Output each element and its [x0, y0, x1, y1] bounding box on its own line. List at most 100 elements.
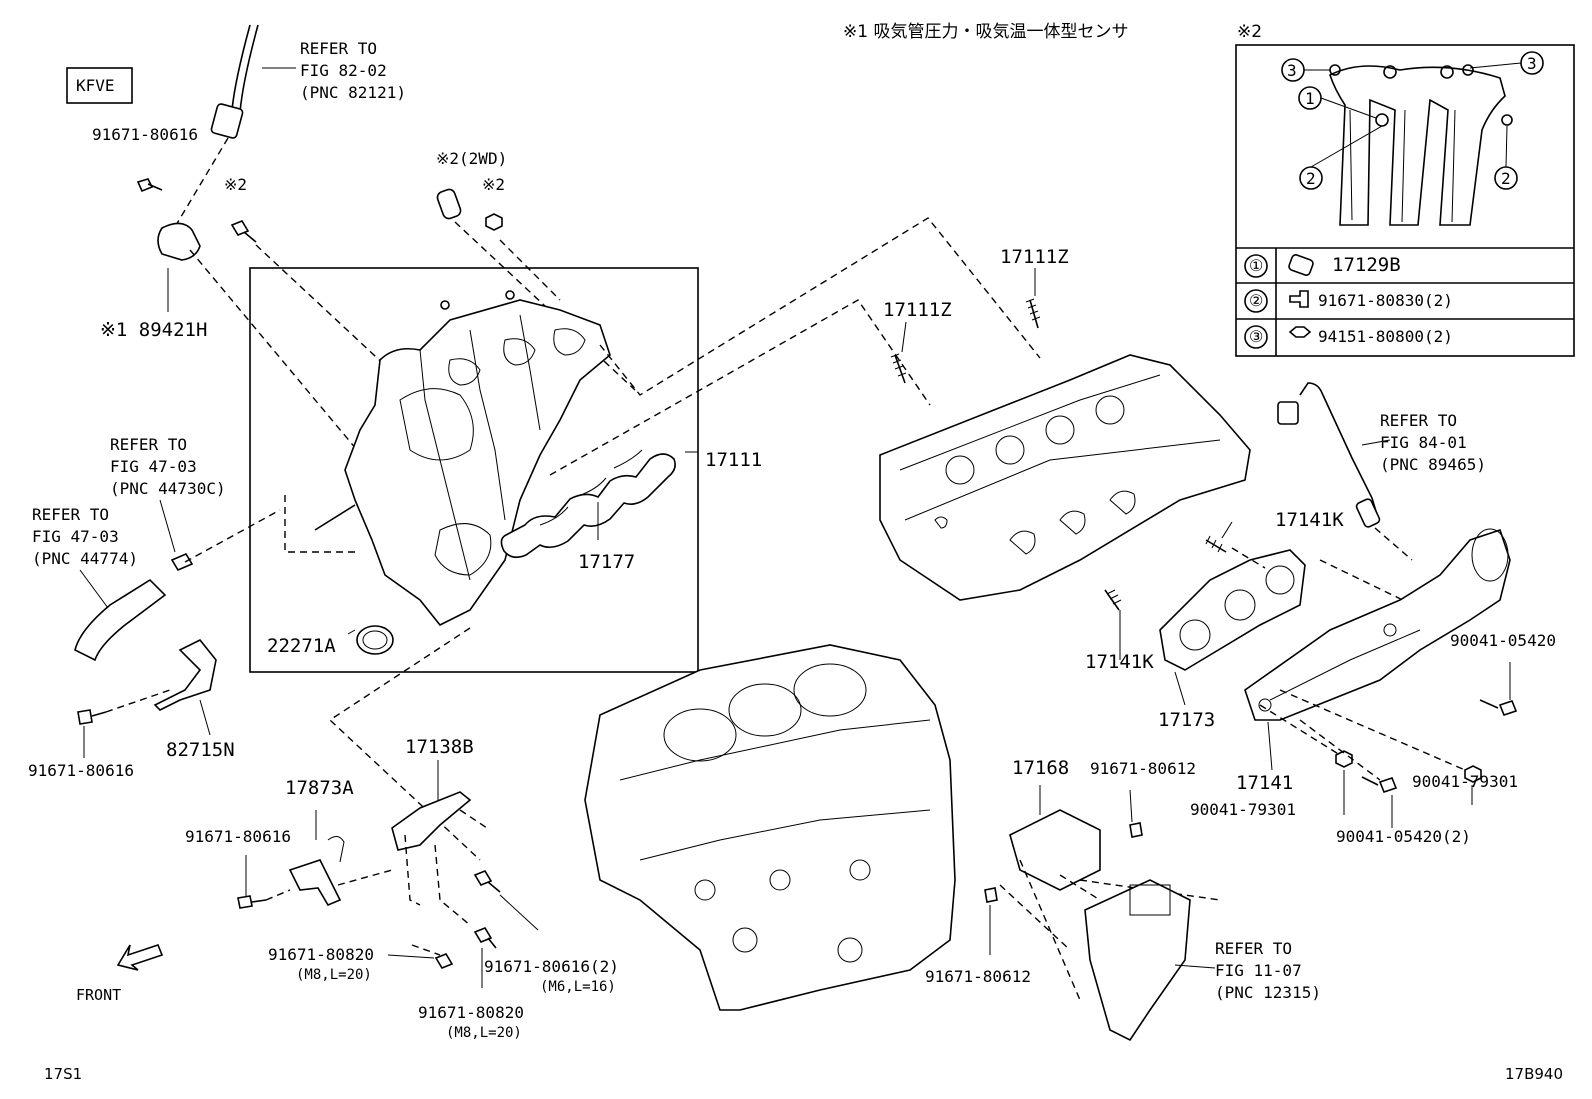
legend-callout-3: 3: [1287, 61, 1297, 80]
bracket-icon: [288, 859, 342, 907]
map-sensor-icon: [157, 222, 201, 261]
legend-row-num: ③: [1249, 327, 1264, 346]
part-number-label[interactable]: 17177: [578, 551, 636, 573]
bracket-icon: [391, 791, 472, 851]
part-number-label[interactable]: ※1 89421H: [100, 319, 208, 341]
ring-gasket-icon: [356, 625, 394, 655]
refer-label: REFER TO: [32, 505, 110, 524]
stud-icon: [1205, 539, 1227, 553]
refer-pnc[interactable]: (PNC 44774): [32, 549, 138, 568]
part-number-label[interactable]: 91671-80616: [185, 827, 291, 846]
legend-row-part[interactable]: 94151-80800(2): [1318, 327, 1453, 346]
nut-icon: [1335, 750, 1353, 768]
manifold-gasket-drawing: [500, 449, 676, 559]
part-number-label[interactable]: 91671-80616(2): [484, 957, 619, 976]
part-number-label[interactable]: 90041-79301: [1190, 800, 1296, 819]
part-number-label[interactable]: 91671-80820: [268, 945, 374, 964]
note-label: ※2: [482, 175, 506, 194]
intake-manifold-drawing: [314, 290, 611, 627]
part-number-label[interactable]: 91671-80612: [1090, 759, 1196, 778]
cylinder-head-drawing: [879, 354, 1251, 601]
part-number-label[interactable]: 17141: [1236, 772, 1294, 794]
front-arrow-icon: [116, 944, 164, 971]
refer-fig-link[interactable]: FIG 47-03: [32, 527, 119, 546]
bolt-icon: [77, 709, 107, 725]
sensor-icon: [1375, 113, 1389, 127]
legend-note: ※2: [1237, 22, 1263, 42]
refer-label: REFER TO: [1215, 939, 1293, 958]
bolt-icon: [984, 887, 998, 903]
part-number-label[interactable]: 17138B: [405, 736, 474, 758]
part-number-label[interactable]: 90041-05420: [1450, 631, 1556, 650]
note-label: ※2(2WD): [436, 149, 508, 168]
part-number-label[interactable]: 91671-80820: [418, 1003, 524, 1022]
legend-callout-2: 2: [1306, 169, 1316, 188]
part-number-label[interactable]: 91671-80616: [92, 125, 198, 144]
part-number-label[interactable]: 17141K: [1275, 509, 1344, 531]
clamp-icon: [153, 638, 217, 711]
part-number-label[interactable]: 17111Z: [883, 299, 952, 321]
legend-row-part[interactable]: 91671-80830(2): [1318, 291, 1453, 310]
bolt-icon: [1479, 699, 1518, 716]
legend-row-part[interactable]: 17129B: [1332, 254, 1401, 276]
part-number-label[interactable]: 17173: [1158, 709, 1216, 731]
legend-callout-1: 1: [1305, 89, 1315, 108]
part-number-label[interactable]: 17111Z: [1000, 246, 1069, 268]
part-number-label[interactable]: 22271A: [267, 635, 336, 657]
nut-icon: [1464, 765, 1482, 783]
stud-icon: [1104, 589, 1120, 611]
refer-pnc[interactable]: (PNC 44730C): [110, 479, 226, 498]
note-label: ※2: [224, 175, 248, 194]
part-number-label[interactable]: 17111: [705, 449, 763, 471]
footer-right-code: 17B940: [1505, 1065, 1564, 1083]
part-number-label[interactable]: 17168: [1012, 757, 1070, 779]
legend-row-num: ①: [1249, 256, 1264, 275]
stud-icon: [894, 354, 906, 384]
part-number-label[interactable]: 91671-80612: [925, 967, 1031, 986]
part-number-label[interactable]: 17141K: [1085, 651, 1154, 673]
connector-icon: [1277, 401, 1299, 425]
cylinder-block-drawing: [584, 644, 956, 1011]
clip-icon: [170, 552, 194, 572]
front-label: FRONT: [76, 986, 122, 1004]
part-number-label[interactable]: 82715N: [166, 739, 235, 761]
refer-fig-link[interactable]: FIG 47-03: [110, 457, 197, 476]
bolt-spec-label: (M8,L=20): [446, 1025, 522, 1041]
bolt-icon: [237, 895, 267, 909]
legend-row-num: ②: [1249, 291, 1264, 310]
exhaust-manifold-drawing: [1244, 528, 1511, 721]
refer-label: REFER TO: [1380, 411, 1458, 430]
refer-pnc[interactable]: (PNC 12315): [1215, 983, 1321, 1002]
refer-fig-link[interactable]: FIG 82-02: [300, 61, 387, 80]
bolt-icon: [434, 953, 454, 969]
exhaust-gasket-drawing: [1159, 549, 1306, 671]
nut-icon: [1288, 326, 1312, 338]
engine-mount-icon: [1084, 879, 1191, 1042]
bolt-icon: [473, 927, 497, 949]
part-number-label[interactable]: 90041-79301: [1412, 772, 1518, 791]
footer-left-code: 17S1: [44, 1065, 83, 1083]
bolt-icon: [230, 220, 257, 243]
refer-pnc[interactable]: (PNC 89465): [1380, 455, 1486, 474]
part-number-label[interactable]: 90041-05420(2): [1336, 827, 1471, 846]
bolt-icon: [1383, 65, 1397, 79]
engine-code-box: [66, 67, 133, 104]
refer-label: REFER TO: [110, 435, 188, 454]
bolt-icon: [136, 178, 163, 193]
engine-code: KFVE: [76, 76, 115, 95]
refer-fig-link[interactable]: FIG 84-01: [1380, 433, 1467, 452]
refer-fig-link[interactable]: FIG 11-07: [1215, 961, 1302, 980]
sensor-note: ※1 吸気管圧力・吸気温一体型センサ: [843, 22, 1129, 42]
bolt-icon: [473, 870, 501, 893]
heat-shield-icon: [1009, 809, 1101, 891]
nut-icon: [485, 213, 503, 231]
part-number-label[interactable]: 17873A: [285, 777, 354, 799]
bolt-icon: [1361, 776, 1398, 793]
refer-pnc[interactable]: (PNC 82121): [300, 83, 406, 102]
connector-icon: [210, 103, 244, 139]
part-number-label[interactable]: 91671-80616: [28, 761, 134, 780]
legend-callout-2: 2: [1501, 169, 1511, 188]
bolt-spec-label: (M6,L=16): [540, 979, 616, 995]
stud-icon: [1029, 299, 1039, 329]
